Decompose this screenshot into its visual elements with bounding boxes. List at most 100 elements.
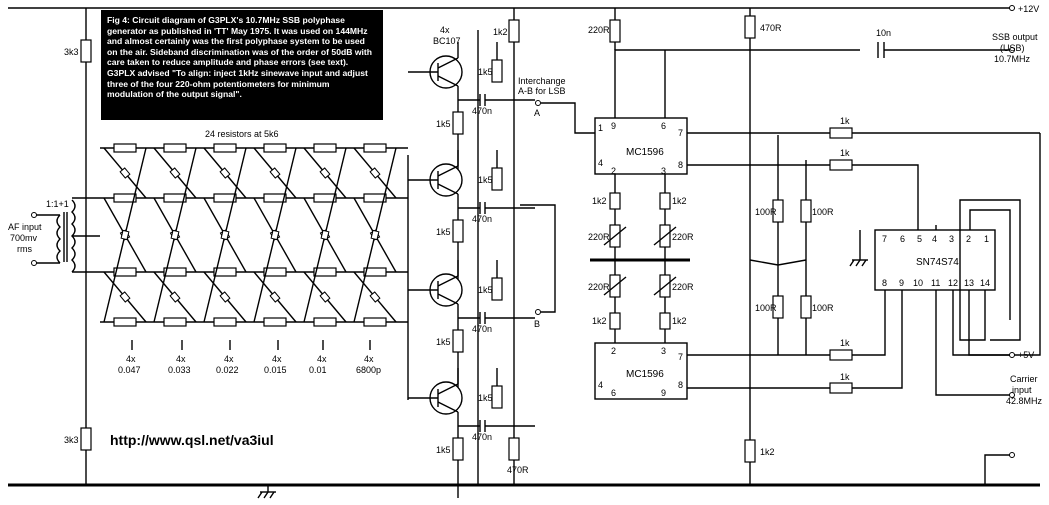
capacitor-value: 0.01 <box>309 365 327 375</box>
resistor-220r-load <box>609 19 621 43</box>
ssb-output-label: SSB output (USB) 10.7MHz <box>992 32 1040 64</box>
mixer-top-pin: 8 <box>678 160 683 170</box>
divider-top-pin: 1 <box>984 234 989 244</box>
interchange-label: Interchange A-B for LSB <box>518 76 568 96</box>
resistor-1k-a <box>829 127 853 139</box>
divider-bottom-pin: 10 <box>913 278 923 288</box>
resistor-3k3-top <box>80 39 92 63</box>
c470n-label: 470n <box>472 432 492 442</box>
r1k-d-label: 1k <box>840 372 850 382</box>
resistor-470r-divider <box>744 15 756 39</box>
network-resistor <box>213 193 237 203</box>
mixer-bottom-pin: 4 <box>598 380 603 390</box>
r1k5-collector-label: 1k5 <box>478 175 493 185</box>
node-b-terminal <box>535 309 541 315</box>
resistor-1k5-emitter <box>452 111 464 135</box>
ssb-output-line2: (USB) <box>1000 43 1025 53</box>
af-input-terminal-1 <box>31 212 37 218</box>
r470-divider-label: 470R <box>760 23 782 33</box>
divider-bottom-pin: 8 <box>882 278 887 288</box>
resistor-1k5-emitter <box>452 329 464 353</box>
plus12v-label: +12V <box>1018 4 1039 14</box>
af-input-terminal-2 <box>31 260 37 266</box>
resistor-1k2-divider <box>744 439 756 463</box>
network-resistor <box>313 193 337 203</box>
capacitor-value: 0.015 <box>264 365 287 375</box>
r100-c-label: 100R <box>755 303 777 313</box>
mixer-top-pin: 3 <box>661 166 666 176</box>
resistor-100r-c <box>772 295 784 319</box>
divider-top-pin: 2 <box>966 234 971 244</box>
capacitor-value: 0.033 <box>168 365 191 375</box>
ground-symbol-bottom <box>257 485 276 499</box>
r1k5-collector-label: 1k5 <box>478 393 493 403</box>
resistor-3k3-bottom <box>80 427 92 451</box>
network-resistor <box>113 193 137 203</box>
mixer-top-pin: 9 <box>611 121 616 131</box>
divider-bottom-pin: 12 <box>948 278 958 288</box>
source-url: http://www.qsl.net/va3iul <box>110 432 274 448</box>
c470n-label: 470n <box>472 324 492 334</box>
network-resistor <box>363 267 387 277</box>
carrier-input-label: Carrier input 42.8MHz <box>1006 374 1043 406</box>
r1k2-b-label: 1k2 <box>672 196 687 206</box>
capacitor-values: 4x0.0474x0.0334x0.0224x0.0154x0.014x6800… <box>118 340 381 375</box>
resistor-1k5-collector <box>491 385 503 409</box>
resistor-1k2-c <box>609 312 621 330</box>
capacitor-count: 4x <box>317 354 327 364</box>
mixer-top-pin: 4 <box>598 158 603 168</box>
mixer-bottom-pin: 8 <box>678 380 683 390</box>
capacitor-value: 6800p <box>356 365 381 375</box>
ground-symbol-divider <box>849 259 868 267</box>
divider-bottom-pin: 14 <box>980 278 990 288</box>
divider-chip <box>874 229 996 291</box>
mixer-bottom-label: MC1596 <box>626 369 664 380</box>
mixer-bottom-pin: 2 <box>611 346 616 356</box>
r220-b-label: 220R <box>672 232 694 242</box>
divider-top-pin: 7 <box>882 234 887 244</box>
r1k2-c-label: 1k2 <box>592 316 607 326</box>
r1k2-divider-label: 1k2 <box>760 447 775 457</box>
r1k2-supply-label: 1k2 <box>493 27 508 37</box>
transformer-ratio-label: 1:1+1 <box>46 199 69 209</box>
node-a-terminal <box>535 100 541 106</box>
mixer-bottom-pin: 7 <box>678 352 683 362</box>
network-resistor <box>363 143 387 153</box>
network-resistor <box>363 317 387 327</box>
resistor-1k5-collector <box>491 59 503 83</box>
r220-c-label: 220R <box>588 282 610 292</box>
resistor-100r-d <box>800 295 812 319</box>
divider-label: SN74S74 <box>916 257 959 268</box>
af-input-label: AF input 700mv rms <box>8 222 44 254</box>
r3k3-bottom-label: 3k3 <box>64 435 79 445</box>
network-resistor <box>213 267 237 277</box>
mixer-bottom-chip <box>594 342 688 400</box>
carrier-input-terminal <box>1009 392 1015 398</box>
plus5v-label: +5V <box>1018 350 1034 360</box>
r220-load-label: 220R <box>588 25 610 35</box>
divider-top-pin: 4 <box>932 234 937 244</box>
mixer-bottom-pin: 6 <box>611 388 616 398</box>
resistor-1k5-emitter <box>452 219 464 243</box>
mixer-top-label: MC1596 <box>626 147 664 158</box>
network-resistor <box>263 267 287 277</box>
c470n-label: 470n <box>472 214 492 224</box>
r220-d-label: 220R <box>672 282 694 292</box>
pot-arrows <box>603 226 677 296</box>
network-resistor <box>213 317 237 327</box>
capacitor-count: 4x <box>224 354 234 364</box>
figure-caption: Fig 4: Circuit diagram of G3PLX's 10.7MH… <box>101 10 383 120</box>
resistor-100r-b <box>800 199 812 223</box>
r1k-b-label: 1k <box>840 148 850 158</box>
plus12v-terminal <box>1009 5 1015 11</box>
ssb-output-line1: SSB output <box>992 32 1038 42</box>
divider-top-pin: 3 <box>949 234 954 244</box>
capacitor-value: 0.047 <box>118 365 141 375</box>
resistor-1k-b <box>829 159 853 171</box>
network-resistor <box>163 317 187 327</box>
network-resistor <box>363 193 387 203</box>
resistor-1k-c <box>829 349 853 361</box>
r1k5-collector-label: 1k5 <box>478 285 493 295</box>
cap-10n-label: 10n <box>876 28 891 38</box>
